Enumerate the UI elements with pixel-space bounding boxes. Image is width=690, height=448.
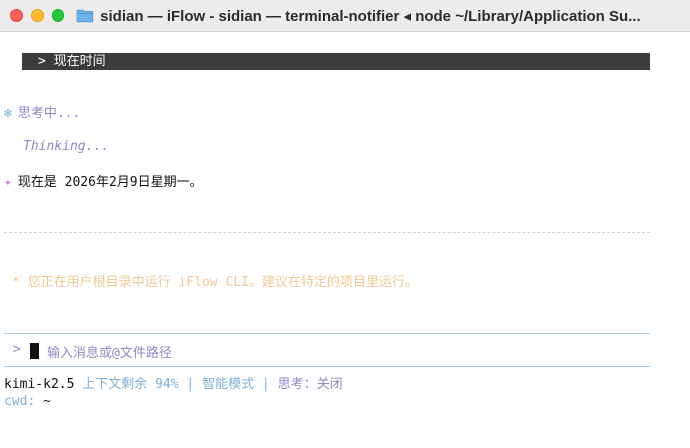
warning-message: * 您正在用户根目录中运行 iFlow CLI。建议在特定的项目里运行。 <box>12 275 418 290</box>
status-bar: kimi-k2.5 上下文剩余 94% | 智能模式 | 思考：关闭 <box>4 376 343 394</box>
answer-text: 现在是 2026年2月9日星期一。 <box>17 175 203 190</box>
title-bar: sidian — iFlow - sidian — terminal-notif… <box>0 0 690 32</box>
folder-icon <box>77 9 94 22</box>
text-cursor <box>30 343 39 359</box>
assistant-answer: ✦ 现在是 2026年2月9日星期一。 <box>4 174 203 192</box>
input-placeholder: 输入消息或@文件路径 <box>47 346 172 361</box>
spark-icon: ✦ <box>4 175 12 190</box>
cwd-line: cwd: ~ <box>4 393 51 411</box>
minimize-button[interactable] <box>30 9 44 22</box>
maximize-button[interactable] <box>51 9 65 22</box>
thinking-text: Thinking... <box>23 139 110 154</box>
window-title: sidian — iFlow - sidian — terminal-notif… <box>100 7 641 25</box>
thinking-header: ✻ 思考中... <box>4 105 80 123</box>
cwd-value: ~ <box>43 394 51 409</box>
close-button[interactable] <box>10 9 23 22</box>
user-prompt: > 现在时间 <box>22 53 650 70</box>
terminal-content: > 现在时间 ✻ 思考中... Thinking... ✦ 现在是 2026年2月9… <box>0 32 690 448</box>
dashed-divider <box>4 232 650 233</box>
model-name: kimi-k2.5 <box>4 377 75 392</box>
status-separator: | <box>186 377 195 392</box>
star-icon: ✻ <box>4 106 12 121</box>
context-remaining: 上下文剩余 94% <box>82 377 179 392</box>
status-separator: | <box>261 377 270 392</box>
input-prompt-arrow: > <box>13 342 21 357</box>
thinking-label: 思考中... <box>17 106 81 121</box>
thinking-status: 思考：关闭 <box>277 377 343 392</box>
cwd-label: cwd: <box>4 394 36 409</box>
message-input[interactable]: > 输入消息或@文件路径 <box>4 333 650 367</box>
mode-indicator: 智能模式 <box>202 377 255 392</box>
